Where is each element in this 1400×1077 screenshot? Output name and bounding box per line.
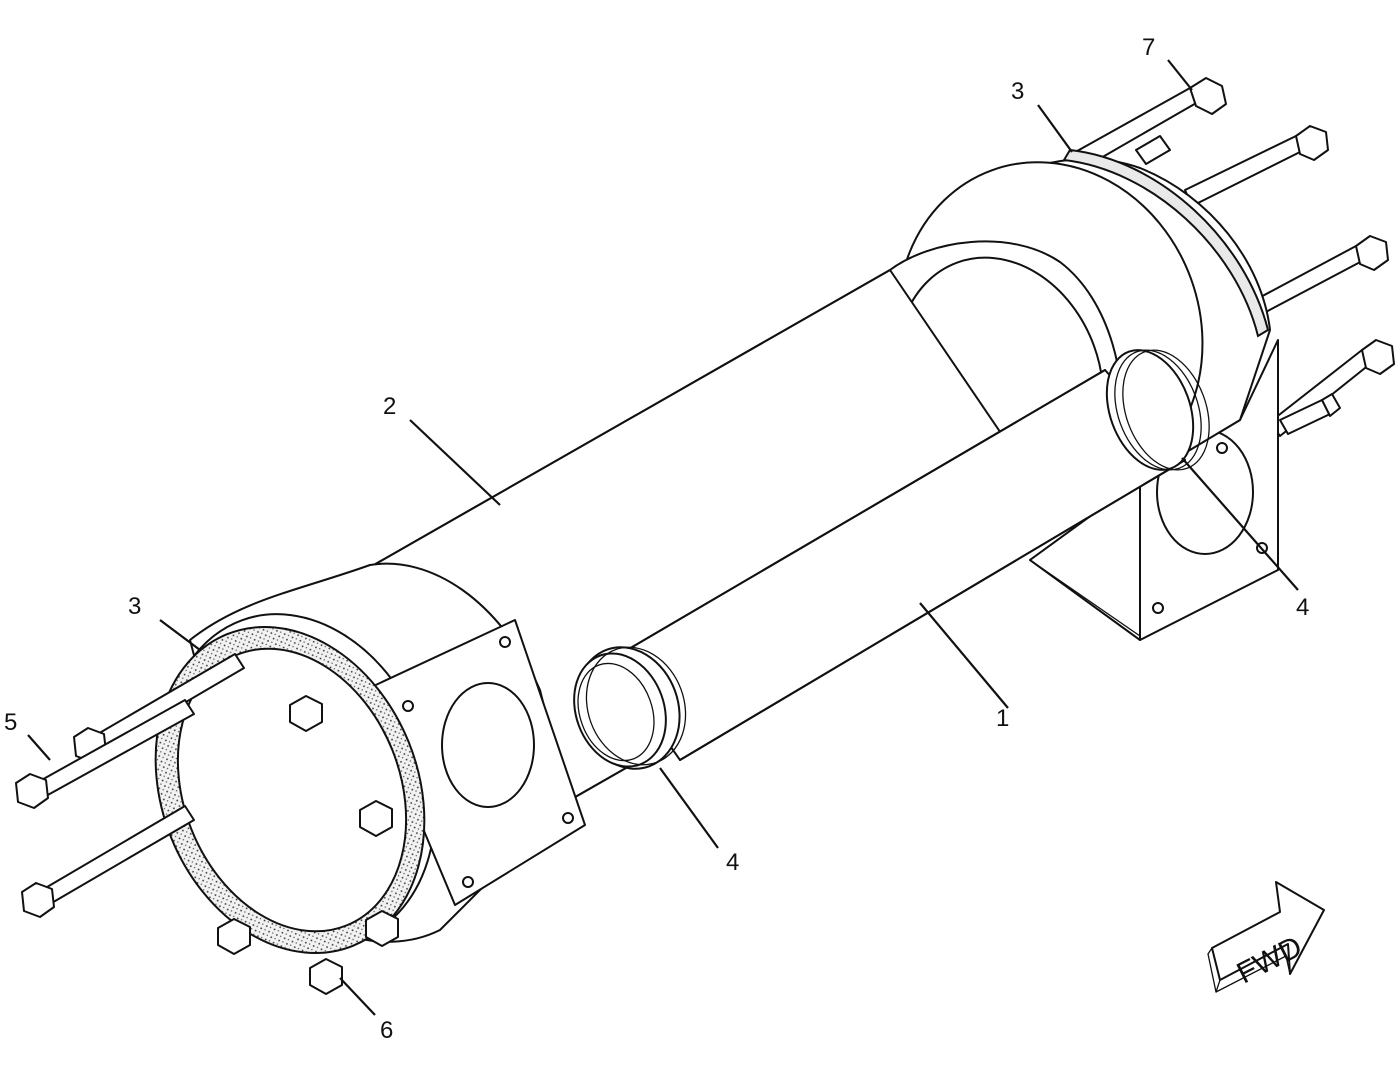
callout-labels: 1 2 3 3 4 4 5 6 7 bbox=[4, 34, 1309, 1044]
callout-3-right: 3 bbox=[1011, 78, 1024, 105]
leader-lines bbox=[27, 59, 1299, 1016]
bolt-left-lower bbox=[21, 805, 195, 918]
seal-ring-right bbox=[1105, 349, 1210, 471]
bolt-left-middle bbox=[15, 699, 195, 809]
gasket-left bbox=[154, 626, 426, 954]
callout-5: 5 bbox=[4, 709, 17, 736]
socket-bolts bbox=[217, 695, 399, 995]
bolt-top-right bbox=[1069, 77, 1227, 171]
inner-tube bbox=[573, 349, 1210, 770]
callout-3-left: 3 bbox=[128, 593, 141, 620]
seal-ring-left bbox=[573, 646, 687, 770]
fwd-arrow-icon: FWD bbox=[1207, 881, 1325, 993]
bolt-upper-right bbox=[1184, 125, 1329, 207]
callout-4-left: 4 bbox=[726, 849, 739, 876]
bolt-mid-right bbox=[1254, 235, 1389, 315]
left-end-assembly bbox=[154, 562, 586, 995]
callout-7: 7 bbox=[1142, 34, 1155, 61]
callout-4-right: 4 bbox=[1296, 594, 1309, 621]
left-bolts bbox=[15, 653, 245, 918]
callout-2: 2 bbox=[383, 393, 396, 420]
callout-1: 1 bbox=[996, 705, 1009, 732]
bolt-stub-right bbox=[1135, 135, 1341, 435]
callout-6: 6 bbox=[380, 1017, 393, 1044]
